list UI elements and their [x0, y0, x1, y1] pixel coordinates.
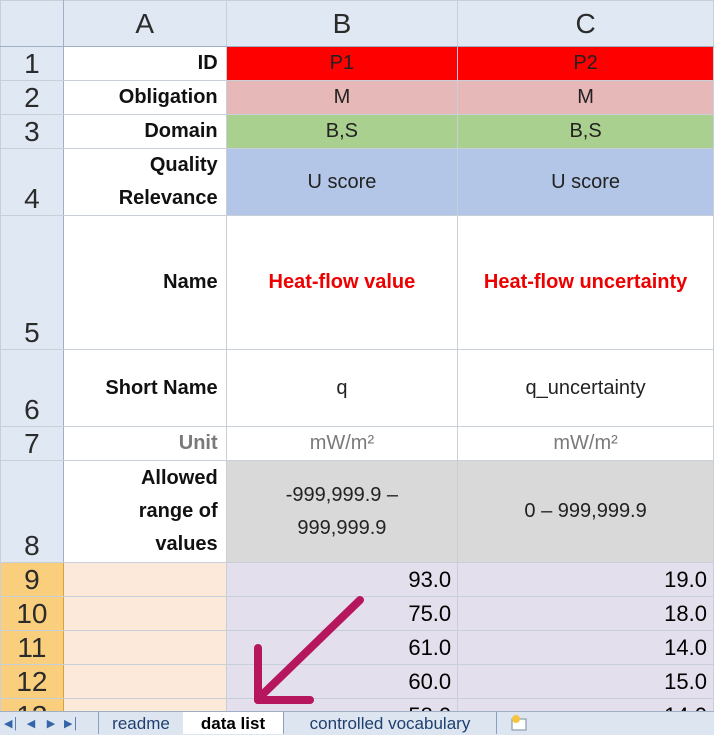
row-header-6[interactable]: 6: [0, 349, 64, 427]
row-header-9[interactable]: 9: [0, 562, 64, 597]
cell-a10[interactable]: [62, 596, 227, 631]
cell-b3[interactable]: B,S: [225, 114, 459, 149]
cell-c1[interactable]: P2: [457, 46, 714, 81]
cell-a4-line2: Relevance: [118, 187, 218, 209]
cell-c5[interactable]: Heat-flow uncertainty: [457, 215, 714, 350]
row-header-1[interactable]: 1: [0, 46, 64, 81]
cell-a8-line2: range of: [138, 500, 218, 522]
cell-c3[interactable]: B,S: [457, 114, 714, 149]
cell-c2[interactable]: M: [457, 80, 714, 115]
cell-c6[interactable]: q_uncertainty: [457, 349, 714, 427]
row-header-11[interactable]: 11: [0, 630, 64, 665]
cell-a11[interactable]: [62, 630, 227, 665]
insert-sheet-icon[interactable]: [508, 714, 530, 732]
cell-b12[interactable]: 60.0: [225, 664, 459, 699]
tab-data-list[interactable]: data list: [183, 712, 284, 734]
row-header-2[interactable]: 2: [0, 80, 64, 115]
row-header-4[interactable]: 4: [0, 148, 64, 216]
cell-c4[interactable]: U score: [457, 148, 714, 216]
cell-a6[interactable]: Short Name: [62, 349, 227, 427]
cell-b5[interactable]: Heat-flow value: [225, 215, 459, 350]
cell-b4[interactable]: U score: [225, 148, 459, 216]
cell-c8[interactable]: 0 – 999,999.9: [457, 460, 714, 563]
cell-b2[interactable]: M: [225, 80, 459, 115]
column-header-c[interactable]: C: [457, 0, 714, 47]
cell-b11[interactable]: 61.0: [225, 630, 459, 665]
cell-a4[interactable]: Quality Relevance: [62, 148, 227, 216]
cell-a3[interactable]: Domain: [62, 114, 227, 149]
row-header-5[interactable]: 5: [0, 215, 64, 350]
cell-a8[interactable]: Allowed range of values: [62, 460, 227, 563]
tab-controlled-vocabulary[interactable]: controlled vocabulary: [284, 712, 497, 734]
cell-b7[interactable]: mW/m²: [225, 426, 459, 461]
cell-c12[interactable]: 15.0: [457, 664, 714, 699]
column-header-b[interactable]: B: [225, 0, 459, 47]
cell-a9[interactable]: [62, 562, 227, 597]
cell-c10[interactable]: 18.0: [457, 596, 714, 631]
row-header-8[interactable]: 8: [0, 460, 64, 563]
cell-b10[interactable]: 75.0: [225, 596, 459, 631]
cell-a7[interactable]: Unit: [62, 426, 227, 461]
cell-a12[interactable]: [62, 664, 227, 699]
row-header-12[interactable]: 12: [0, 664, 64, 699]
sheet-tab-bar: ◀│ ◀ ▶ ▶│ readme data list controlled vo…: [0, 711, 714, 735]
cell-a8-line3: values: [155, 533, 218, 555]
column-header-a[interactable]: A: [62, 0, 227, 47]
tab-readme[interactable]: readme: [98, 712, 184, 734]
cell-c9[interactable]: 19.0: [457, 562, 714, 597]
cell-a2[interactable]: Obligation: [62, 80, 227, 115]
select-all-corner[interactable]: [0, 0, 64, 47]
cell-a1[interactable]: ID: [62, 46, 227, 81]
next-sheet-icon[interactable]: ▶: [46, 718, 56, 730]
row-header-7[interactable]: 7: [0, 426, 64, 461]
first-sheet-icon[interactable]: ◀│: [4, 718, 20, 730]
cell-c7[interactable]: mW/m²: [457, 426, 714, 461]
prev-sheet-icon[interactable]: ◀: [26, 718, 36, 730]
cell-b8-line1: -999,999.9 –: [285, 483, 399, 506]
cell-b8-line2: 999,999.9: [297, 516, 387, 539]
last-sheet-icon[interactable]: ▶│: [64, 718, 80, 730]
cell-b1[interactable]: P1: [225, 46, 459, 81]
cell-a8-line1: Allowed: [140, 467, 218, 489]
cell-b9[interactable]: 93.0: [225, 562, 459, 597]
cell-a5[interactable]: Name: [62, 215, 227, 350]
cell-b6[interactable]: q: [225, 349, 459, 427]
row-header-3[interactable]: 3: [0, 114, 64, 149]
cell-a4-line1: Quality: [149, 154, 218, 176]
cell-b8[interactable]: -999,999.9 – 999,999.9: [225, 460, 459, 563]
row-header-10[interactable]: 10: [0, 596, 64, 631]
cell-c11[interactable]: 14.0: [457, 630, 714, 665]
